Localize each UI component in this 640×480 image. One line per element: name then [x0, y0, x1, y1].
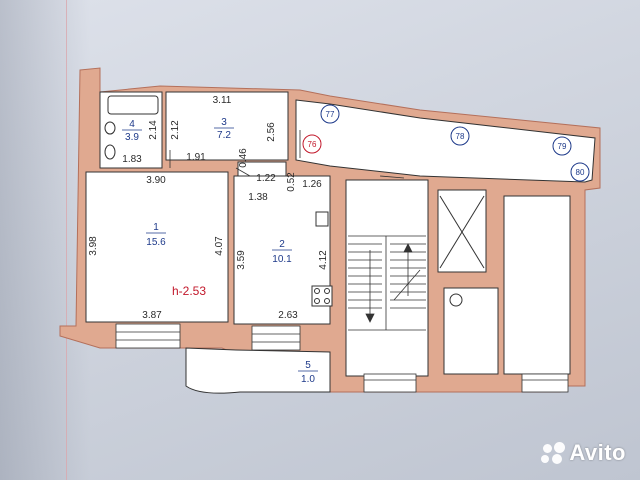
kitchen-sink-icon [315, 211, 329, 227]
sink-icon [104, 121, 116, 135]
corridor [295, 99, 596, 183]
marker-76 [302, 134, 322, 154]
stove-icon [311, 285, 333, 307]
room-5-number: 5 [305, 360, 311, 371]
svg-text:78: 78 [456, 132, 465, 141]
toilet-icon [104, 144, 116, 160]
margin-line [66, 0, 67, 480]
dim-bath-width: 1.83 [122, 154, 142, 165]
marker-80 [570, 162, 590, 182]
avito-watermark: Avito [541, 440, 626, 466]
marker-79 [552, 136, 572, 156]
dim-living-right: 4.07 [214, 236, 225, 256]
dim-bedroom-door: 1.38 [248, 192, 268, 203]
service-outlet-icon [449, 293, 463, 307]
ceiling-height-label: h-2.53 [172, 284, 206, 298]
elevator-icon [439, 195, 485, 269]
dim-kitchen-width: 3.11 [213, 95, 232, 106]
page-shadow [0, 0, 90, 480]
service-room-a [443, 287, 499, 375]
service-room-b [503, 195, 571, 375]
bathtub-icon [107, 95, 159, 115]
bathroom-fixtures [104, 95, 159, 160]
windows [115, 323, 569, 393]
room-2-number: 2 [279, 239, 285, 250]
dimension-labels: 3.11 2.14 2.12 2.56 1.83 1.91 0.46 1.22 … [88, 95, 329, 321]
svg-text:77: 77 [326, 110, 335, 119]
stairs [348, 235, 426, 331]
marker-77 [320, 104, 340, 124]
room-5-balcony [185, 347, 331, 394]
doors [169, 130, 405, 179]
room-5-area: 1.0 [301, 374, 315, 385]
svg-text:80: 80 [576, 168, 585, 177]
room-4-number: 4 [129, 119, 135, 130]
dim-bedroom-top: 1.26 [302, 179, 322, 190]
marker-78 [450, 126, 470, 146]
dim-bedroom-right: 4.12 [318, 250, 329, 270]
svg-text:79: 79 [558, 142, 567, 151]
watermark-text: Avito [569, 440, 626, 465]
circle-markers: 76 77 78 79 80 [302, 104, 590, 182]
dim-kitchen-height-left: 2.12 [170, 120, 181, 140]
dim-bath-height-right: 2.14 [148, 120, 159, 140]
room-3-kitchen [165, 91, 289, 161]
stairwell [345, 179, 429, 377]
dim-living-bottom: 3.87 [142, 310, 162, 321]
room-1-living [85, 171, 229, 323]
svg-text:76: 76 [308, 140, 317, 149]
room-3-area: 7.2 [217, 130, 231, 141]
dim-living-left: 3.98 [88, 236, 99, 256]
dim-kitchen-bottom: 1.91 [186, 152, 206, 163]
room-2-area: 10.1 [272, 254, 292, 265]
dim-hall-width: 1.22 [256, 173, 276, 184]
room-4-bathroom [99, 91, 163, 169]
room-3-number: 3 [221, 117, 227, 128]
room-4-area: 3.9 [125, 132, 139, 143]
dim-kitchen-height-right: 2.56 [266, 122, 277, 142]
dim-hall-side: 0.52 [286, 172, 297, 192]
room-1-area: 15.6 [146, 237, 166, 248]
dim-bedroom-left: 3.59 [236, 250, 247, 270]
room-1-number: 1 [153, 222, 159, 233]
dim-living-top: 3.90 [146, 175, 166, 186]
dim-hall-small: 0.46 [238, 148, 249, 168]
avito-logo-icon [541, 442, 566, 464]
kitchen-fixtures [311, 211, 333, 307]
dim-bedroom-bottom: 2.63 [278, 310, 298, 321]
